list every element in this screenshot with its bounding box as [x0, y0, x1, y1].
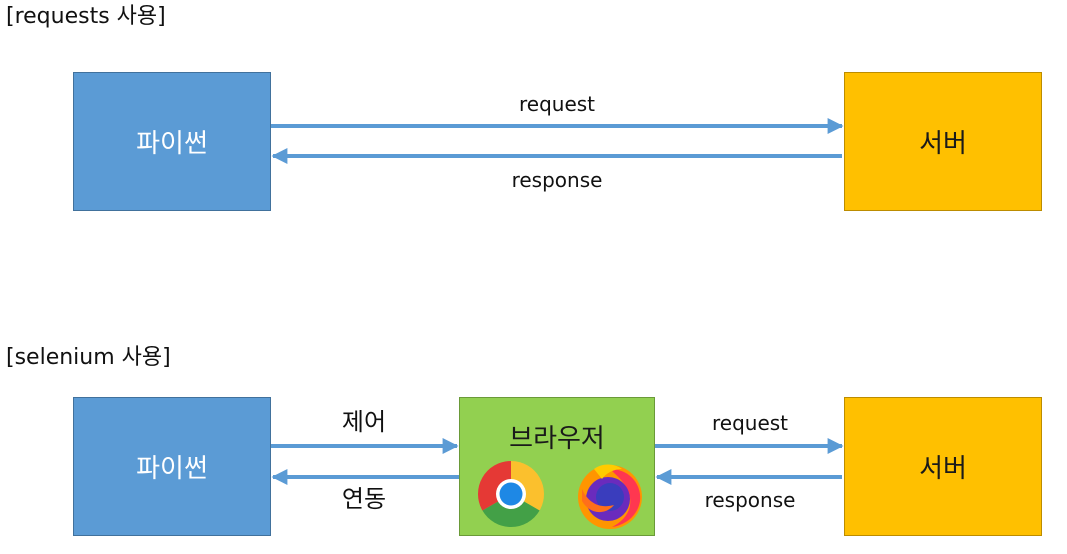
- request-label-1: request: [518, 92, 596, 116]
- python-box-2: 파이썬: [73, 397, 271, 536]
- response-label-2: response: [704, 488, 796, 512]
- request-label-2: request: [711, 411, 789, 435]
- python-label-2: 파이썬: [136, 454, 208, 484]
- server-box-1: 서버: [844, 72, 1042, 211]
- firefox-icon: [578, 464, 642, 529]
- control-label: 제어: [341, 408, 387, 436]
- server-label-1: 서버: [919, 129, 967, 159]
- browser-label: 브라우저: [509, 424, 605, 454]
- section1-title: [requests 사용]: [6, 4, 166, 29]
- python-box-1: 파이썬: [73, 72, 271, 211]
- section2-title: [selenium 사용]: [6, 345, 171, 370]
- server-label-2: 서버: [919, 454, 967, 484]
- python-label-1: 파이썬: [136, 129, 208, 159]
- link-label: 연동: [341, 485, 387, 513]
- response-label-1: response: [511, 168, 603, 192]
- chrome-icon: [477, 461, 545, 528]
- server-box-2: 서버: [844, 397, 1042, 536]
